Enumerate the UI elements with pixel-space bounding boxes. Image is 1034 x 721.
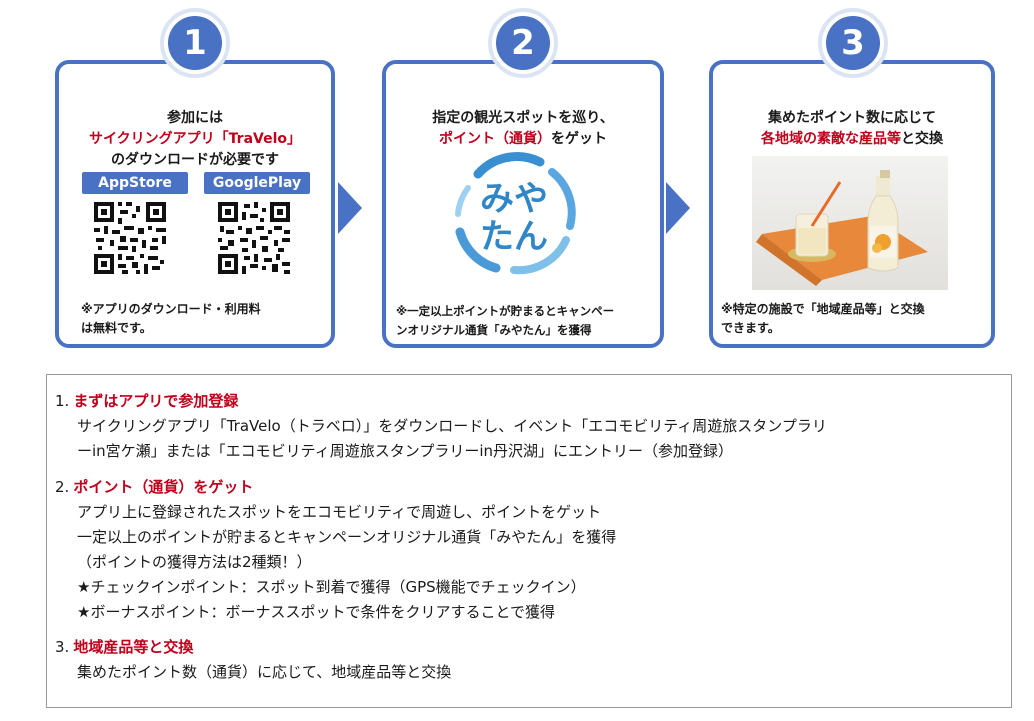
detail-2-line: （ポイントの獲得方法は2種類！） — [77, 553, 312, 571]
details-box: 1.まずはアプリで参加登録 サイクリングアプリ「TraVelo（トラベロ）」をダ… — [46, 374, 1012, 708]
step-2-line1: 指定の観光スポットを巡り、 — [432, 110, 614, 126]
step-1-note-line1: ※アプリのダウンロード・利用料 — [81, 302, 261, 316]
step-2-line2-rest: をゲット — [551, 131, 607, 147]
product-photo — [752, 156, 948, 290]
detail-3-number: 3. — [55, 638, 70, 656]
appstore-button[interactable]: AppStore — [82, 172, 188, 194]
detail-2-line: 一定以上のポイントが貯まるとキャンペーンオリジナル通貨「みやたん」を獲得 — [77, 528, 617, 546]
step-1-note-line2: は無料です。 — [81, 321, 152, 335]
detail-3-line: 集めたポイント数（通貨）に応じて、地域産品等と交換 — [77, 663, 452, 681]
step-2-note-line2: ンオリジナル通貨「みやたん」を獲得 — [396, 323, 592, 337]
step-1-line2: サイクリングアプリ「TraVelo」 — [88, 131, 302, 147]
step-2-note-line1: ※一定以上ポイントが貯まるとキャンペー — [396, 304, 615, 318]
detail-item-3: 3.地域産品等と交換 集めたポイント数（通貨）に応じて、地域産品等と交換 — [55, 635, 451, 685]
step-2-panel: 指定の観光スポットを巡り、 ポイント（通貨）をゲット — [382, 60, 664, 348]
detail-item-2: 2.ポイント（通貨）をゲット アプリ上に登録されたスポットをエコモビリティで周遊… — [55, 475, 616, 625]
qr-code-icon[interactable] — [216, 200, 292, 276]
step-3-badge: 3 — [818, 8, 888, 78]
step-3-line2-highlight: 各地域の素敵な産品等 — [761, 131, 901, 147]
detail-2-line: ★ボーナスポイント：ボーナススポットで条件をクリアすることで獲得 — [77, 603, 556, 621]
step-2-line2-highlight: ポイント（通貨） — [439, 131, 551, 147]
detail-1-number: 1. — [55, 392, 70, 410]
arrow-right-icon — [666, 182, 690, 234]
step-2-number: 2 — [496, 16, 550, 70]
step-2-note: ※一定以上ポイントが貯まるとキャンペー ンオリジナル通貨「みやたん」を獲得 — [396, 302, 614, 340]
miyatan-logo-line2: たん — [480, 217, 548, 257]
detail-1-line: ーin宮ケ瀬」または「エコモビリティ周遊旅スタンプラリーin丹沢湖」にエントリー… — [77, 442, 734, 460]
step-1-badge: 1 — [160, 8, 230, 78]
miyatan-logo-icon: みや たん — [455, 152, 576, 275]
step-3-line2: 各地域の素敵な産品等と交換 — [713, 129, 991, 150]
step-3-note-line1: ※特定の施設で「地域産品等」と交換 — [721, 302, 925, 316]
step-3-line1: 集めたポイント数に応じて — [768, 110, 936, 126]
detail-1-heading: まずはアプリで参加登録 — [73, 392, 239, 410]
step-3-line2-rest: と交換 — [901, 131, 943, 147]
detail-item-1: 1.まずはアプリで参加登録 サイクリングアプリ「TraVelo（トラベロ）」をダ… — [55, 389, 827, 464]
qr-code-icon[interactable] — [92, 200, 168, 276]
step-3-number: 3 — [826, 16, 880, 70]
detail-2-heading: ポイント（通貨）をゲット — [73, 478, 254, 496]
step-1-line3: のダウンロードが必要です — [111, 152, 279, 168]
miyatan-logo-line1: みや — [480, 179, 548, 219]
detail-2-line: アプリ上に登録されたスポットをエコモビリティで周遊し、ポイントをゲット — [77, 503, 602, 521]
detail-2-number: 2. — [55, 478, 70, 496]
detail-1-line: サイクリングアプリ「TraVelo（トラベロ）」をダウンロードし、イベント「エコ… — [77, 417, 827, 435]
step-1-number: 1 — [168, 16, 222, 70]
step-1-line1: 参加には — [167, 110, 223, 126]
step-2-line2: ポイント（通貨）をゲット — [386, 129, 660, 150]
step-3-note: ※特定の施設で「地域産品等」と交換 できます。 — [721, 300, 925, 338]
detail-2-line: ★チェックインポイント：スポット到着で獲得（GPS機能でチェックイン） — [77, 578, 586, 596]
step-3-note-line2: できます。 — [721, 321, 780, 335]
detail-3-heading: 地域産品等と交換 — [73, 638, 194, 656]
arrow-right-icon — [338, 182, 362, 234]
googleplay-button[interactable]: GooglePlay — [204, 172, 310, 194]
step-2-badge: 2 — [488, 8, 558, 78]
step-1-note: ※アプリのダウンロード・利用料 は無料です。 — [81, 300, 261, 338]
